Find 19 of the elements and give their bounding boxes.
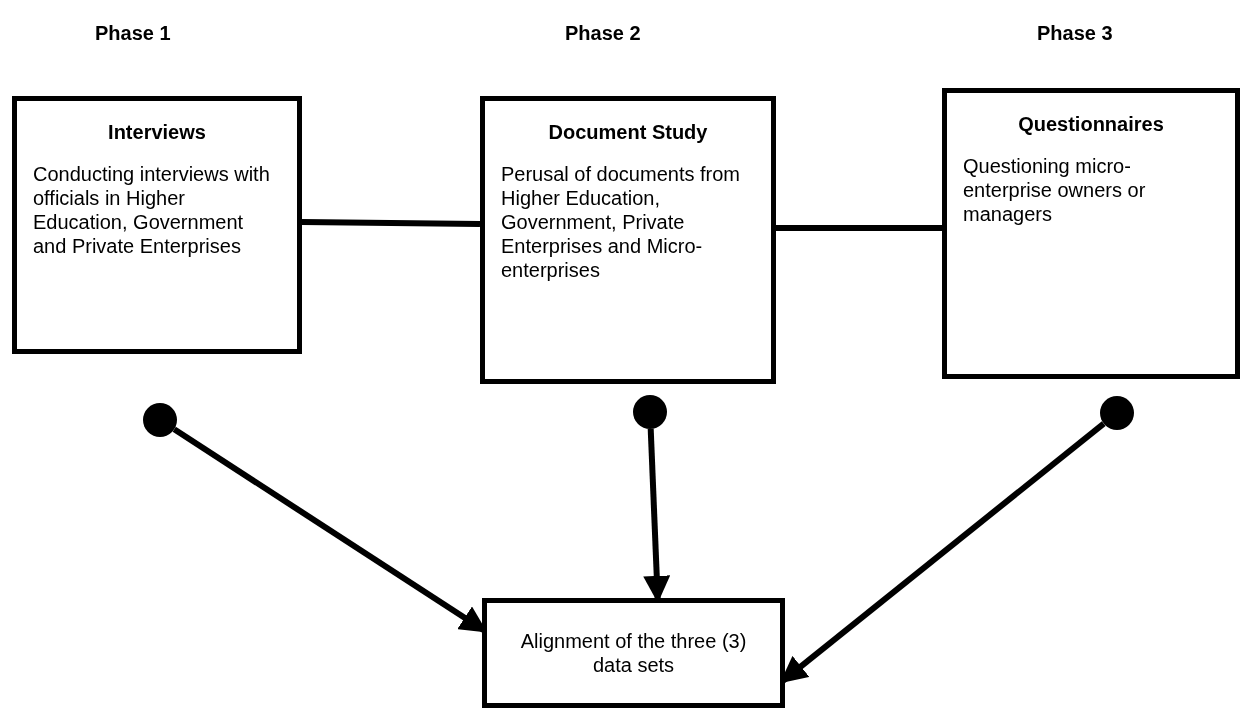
circle-marker xyxy=(143,403,177,437)
box-text: Questioning micro-enterprise owners or managers xyxy=(963,154,1147,226)
box-text: Alignment of the three (3) data sets xyxy=(519,629,748,677)
circle-marker xyxy=(633,395,667,429)
box-heading: Document Study xyxy=(547,121,709,144)
box-text: Perusal of documents from Higher Education, Government, Private Enterprises and Micro-enterprises xyxy=(501,162,741,282)
phase-label: Phase 2 xyxy=(565,22,641,45)
circle-marker xyxy=(1100,396,1134,430)
process-box xyxy=(12,96,302,354)
box-heading: Interviews xyxy=(107,121,207,144)
box-heading: Questionnaires xyxy=(1017,113,1165,136)
connector-line xyxy=(301,219,481,227)
process-box xyxy=(482,598,785,708)
process-box xyxy=(942,88,1240,379)
process-box xyxy=(480,96,776,384)
phase-label: Phase 3 xyxy=(1037,22,1113,45)
box-text: Conducting interviews with officials in Higher Education, Government and Private Enterprises xyxy=(33,162,271,258)
phase-label: Phase 1 xyxy=(95,22,171,45)
connector-line xyxy=(776,225,942,231)
